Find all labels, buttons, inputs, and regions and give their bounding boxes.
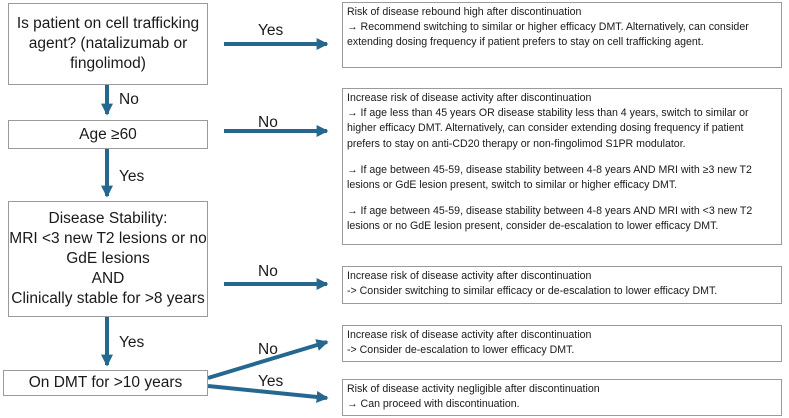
label-yes-4: Yes	[258, 373, 284, 390]
label-no-2: No	[258, 114, 278, 131]
label-no-1: No	[119, 91, 139, 108]
decision-disease-stability: Disease Stability: MRI <3 new T2 lesions…	[8, 201, 208, 317]
outcome-unstable-text: -> Consider switching to similar efficac…	[347, 285, 718, 298]
outcome-age-under-60-text-3: → If age between 45-59, disease stabilit…	[347, 205, 753, 233]
outcome-unstable-title: Increase risk of disease activity after …	[347, 270, 592, 282]
outcome-negligible: Risk of disease activity negligible afte…	[342, 379, 782, 416]
outcome-rebound-text: → Recommend switching to similar or high…	[347, 21, 749, 49]
outcome-age-under-60-title: Increase risk of disease activity after …	[347, 92, 592, 104]
label-yes-3: Yes	[119, 334, 145, 351]
outcome-rebound: Risk of disease rebound high after disco…	[342, 2, 782, 68]
outcome-negligible-text: → Can proceed with discontinuation.	[347, 398, 520, 411]
decision-disease-stability-text: Disease Stability: MRI <3 new T2 lesions…	[9, 210, 207, 307]
decision-cell-trafficking-text: Is patient on cell trafficking agent? (n…	[16, 15, 200, 72]
decision-age-text: Age ≥60	[79, 125, 137, 143]
arrow-yes-4	[207, 384, 329, 403]
outcome-age-under-60-text-2: → If age between 45-59, disease stabilit…	[347, 163, 752, 192]
outcome-age-under-60: Increase risk of disease activity after …	[342, 88, 782, 245]
outcome-short-dmt-text: -> Consider de-escalation to lower effic…	[347, 344, 575, 357]
decision-age: Age ≥60	[8, 120, 208, 149]
label-yes-2: Yes	[119, 168, 145, 185]
arrow-no-4	[207, 339, 329, 380]
outcome-short-dmt: Increase risk of disease activity after …	[342, 325, 782, 362]
outcome-rebound-title: Risk of disease rebound high after disco…	[347, 6, 582, 18]
label-yes-1: Yes	[258, 22, 284, 39]
label-no-4: No	[258, 341, 278, 358]
label-no-3: No	[258, 263, 278, 280]
outcome-short-dmt-title: Increase risk of disease activity after …	[347, 329, 592, 341]
outcome-negligible-title: Risk of disease activity negligible afte…	[347, 383, 600, 395]
decision-dmt-duration: On DMT for >10 years	[3, 370, 208, 396]
outcome-unstable: Increase risk of disease activity after …	[342, 266, 782, 304]
decision-cell-trafficking: Is patient on cell trafficking agent? (n…	[8, 3, 208, 85]
decision-dmt-duration-text: On DMT for >10 years	[28, 374, 183, 391]
outcome-age-under-60-text-1: → If age less than 45 years OR disease s…	[347, 107, 749, 150]
